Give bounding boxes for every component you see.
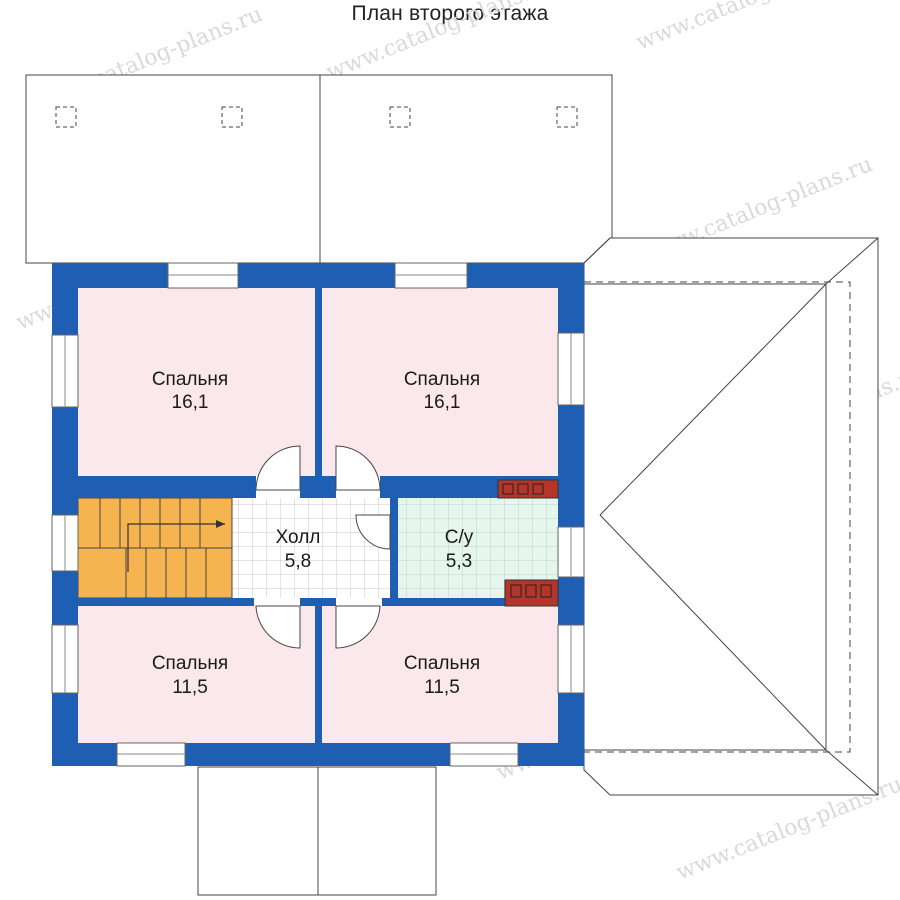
porch-roof: [197, 766, 437, 896]
room-name-bedroom-ne: Спальня: [404, 369, 480, 390]
doors: [255, 445, 391, 649]
room-area-bedroom-sw: 11,5: [172, 677, 208, 698]
hip-roof: [583, 237, 879, 796]
column-marker-icon: [55, 106, 77, 128]
room-area-bathroom: 5,3: [446, 551, 472, 572]
room-area-hall: 5,8: [285, 551, 311, 572]
room-name-hall: Холл: [276, 527, 321, 548]
room-labels: Спальня 16,1 Спальня 16,1 Холл 5,8 С/у 5…: [152, 369, 480, 698]
room-name-bedroom-se: Спальня: [404, 653, 480, 674]
watermark-text: www.catalog-plans.ru: [323, 0, 556, 86]
room-name-bedroom-nw: Спальня: [152, 369, 228, 390]
column-marker-icon: [221, 106, 243, 128]
door-swing-icon: [255, 605, 301, 649]
column-marker-icon: [556, 106, 578, 128]
bedroom-ne-floor: [322, 288, 558, 476]
room-area-bedroom-ne: 16,1: [424, 392, 461, 413]
bedroom-nw-floor: [78, 288, 315, 476]
stove-icon: [504, 579, 559, 607]
plan-title: План второго этажа: [351, 2, 549, 25]
room-name-bedroom-sw: Спальня: [152, 653, 228, 674]
stairs-icon: [77, 497, 233, 599]
room-area-bedroom-se: 11,5: [424, 677, 460, 698]
door-swing-icon: [335, 605, 381, 649]
stove-icon: [497, 479, 559, 499]
column-marker-icon: [389, 106, 411, 128]
upper-roof: [25, 74, 613, 264]
door-swing-icon: [255, 445, 301, 491]
room-name-bathroom: С/у: [445, 527, 474, 548]
door-swing-icon: [355, 514, 391, 550]
room-area-bedroom-nw: 16,1: [172, 392, 209, 413]
door-swing-icon: [335, 445, 381, 491]
hall-floor: [232, 498, 390, 598]
watermark-text: www.catalog-plans.ru: [633, 0, 866, 56]
